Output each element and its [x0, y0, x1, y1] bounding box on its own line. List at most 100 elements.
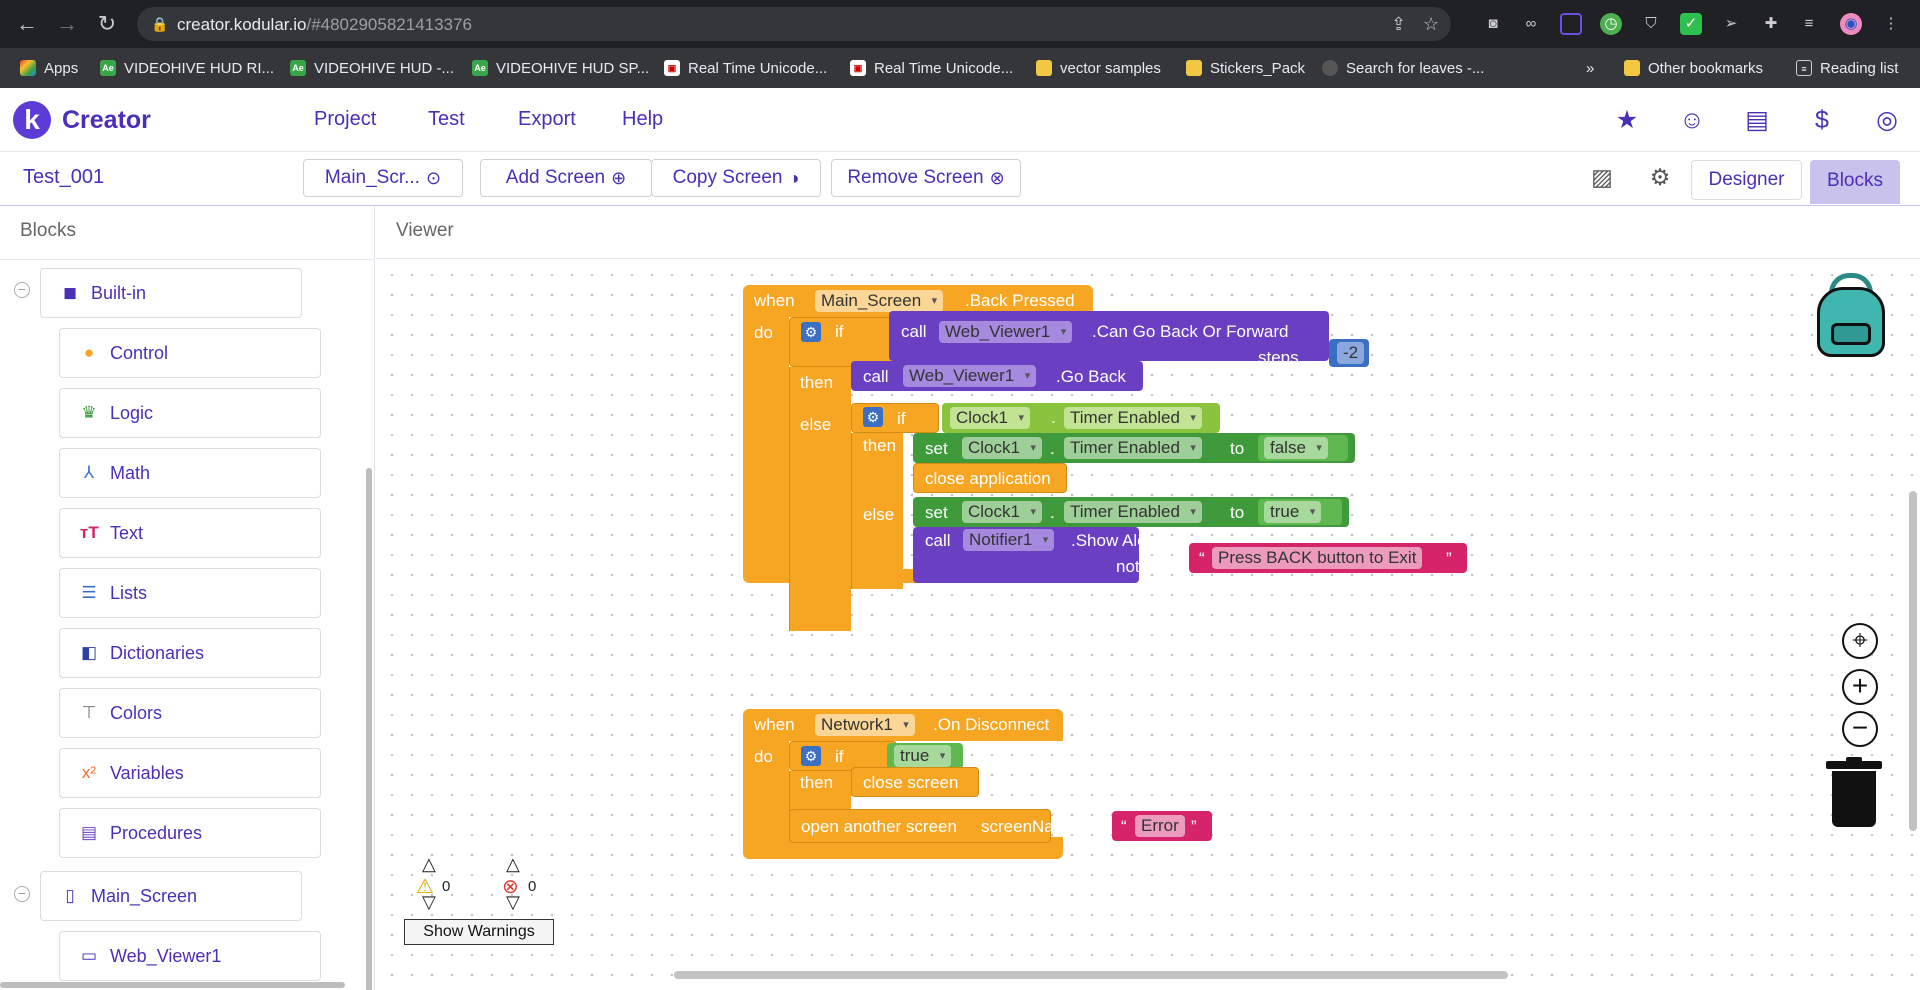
star-icon[interactable]: ☆ [1423, 14, 1440, 34]
image-gallery-icon[interactable]: ▨ [1591, 164, 1613, 190]
bookmark-folder[interactable]: vector samples [1036, 58, 1161, 78]
property-dropdown[interactable]: Timer Enabled [1064, 501, 1202, 523]
profile-avatar[interactable]: ◉ [1840, 13, 1862, 35]
share-icon[interactable]: ⇪ [1391, 14, 1407, 34]
copy-screen-button[interactable]: Copy Screen◑ [651, 159, 821, 197]
tree-item-web-viewer[interactable]: ▭Web_Viewer1 [59, 931, 321, 981]
forward-arrow-icon[interactable]: → [56, 11, 78, 36]
remove-screen-button[interactable]: Remove Screen⊗ [831, 159, 1021, 197]
collapse-builtin-icon[interactable]: − [14, 282, 30, 298]
green-shield-icon[interactable]: ✓ [1680, 13, 1702, 35]
property-dropdown[interactable]: Timer Enabled [1064, 407, 1202, 429]
next-error-icon[interactable]: ▽ [506, 892, 520, 912]
bookmark-apps[interactable]: Apps [20, 58, 78, 78]
dollar-icon[interactable]: $ [1815, 106, 1829, 134]
tree-item-colors[interactable]: ⊤Colors [59, 688, 321, 738]
puzzle-extension-icon[interactable]: ✚ [1764, 15, 1778, 32]
media-queue-icon[interactable]: ≡ [1804, 15, 1814, 32]
reload-icon[interactable]: ↻ [97, 11, 117, 36]
paper-plane-icon[interactable]: ➢ [1724, 15, 1738, 32]
menu-project[interactable]: Project [314, 108, 377, 130]
mutator-gear-icon[interactable]: ⚙ [863, 407, 883, 427]
true-dropdown[interactable]: true [894, 745, 952, 767]
address-bar[interactable]: 🔒 creator.kodular.io/#4802905821413376 ⇪… [137, 7, 1451, 41]
purple-extension-icon[interactable] [1560, 13, 1582, 35]
close-screen-block[interactable] [851, 767, 979, 797]
camera-extension-icon[interactable]: ◙ [1488, 15, 1498, 32]
tree-item-builtin[interactable]: ◼Built-in [40, 268, 302, 318]
bookmark-item[interactable]: ▣Real Time Unicode... [664, 58, 827, 78]
reading-list[interactable]: ≡Reading list [1796, 58, 1898, 78]
steps-value[interactable]: -2 [1337, 342, 1365, 364]
show-warnings-button[interactable]: Show Warnings [404, 919, 554, 945]
zoom-out-icon[interactable]: − [1842, 711, 1878, 747]
event-block-back-pressed[interactable]: when Main_Screen .Back Pressed do [743, 285, 1093, 585]
workspace-horizontal-scrollbar[interactable] [674, 971, 1508, 979]
false-dropdown[interactable]: false [1264, 437, 1328, 459]
tree-item-math[interactable]: ⅄Math [59, 448, 321, 498]
add-screen-button[interactable]: Add Screen⊕ [480, 159, 652, 197]
recenter-icon[interactable]: ⌖ [1842, 623, 1878, 659]
tree-item-procedures[interactable]: ▤Procedures [59, 808, 321, 858]
tree-item-lists[interactable]: ☰Lists [59, 568, 321, 618]
tree-item-main-screen[interactable]: ▯Main_Screen [40, 871, 302, 921]
prev-warning-icon[interactable]: △ [422, 854, 436, 874]
component-dropdown[interactable]: Main_Screen [815, 290, 944, 312]
tree-item-logic[interactable]: ♛Logic [59, 388, 321, 438]
back-arrow-icon[interactable]: ← [16, 11, 38, 36]
menu-help[interactable]: Help [622, 108, 664, 130]
prev-error-icon[interactable]: △ [506, 854, 520, 874]
error-text-field[interactable]: Error [1135, 815, 1185, 837]
backpack-icon[interactable] [1813, 273, 1889, 359]
panel-horizontal-scrollbar[interactable] [0, 982, 345, 988]
zoom-in-icon[interactable]: + [1842, 669, 1878, 705]
designer-button[interactable]: Designer [1691, 160, 1802, 200]
folder-star-icon[interactable]: ★ [1615, 106, 1639, 134]
open-another-screen-block[interactable] [789, 809, 1051, 843]
trash-icon[interactable] [1826, 757, 1882, 827]
gear-icon[interactable]: ⚙ [1649, 164, 1671, 190]
clock-dropdown[interactable]: Clock1 [962, 437, 1042, 459]
browser-menu-icon[interactable]: ⋮ [1883, 15, 1899, 32]
clock-dropdown[interactable]: Clock1 [950, 407, 1030, 429]
account-icon[interactable]: ◎ [1876, 106, 1898, 134]
other-bookmarks[interactable]: Other bookmarks [1624, 58, 1763, 78]
tree-item-control[interactable]: ●Control [59, 328, 321, 378]
web-viewer-dropdown[interactable]: Web_Viewer1 [939, 321, 1073, 343]
library-icon[interactable]: ▤ [1745, 106, 1769, 134]
brave-shield-icon[interactable]: ⛉ [1645, 15, 1657, 32]
alert-text-field[interactable]: Press BACK button to Exit [1212, 547, 1423, 569]
blocks-workspace[interactable]: when Main_Screen .Back Pressed do ⚙ if t… [376, 258, 1920, 990]
bookmark-item[interactable]: ▣Real Time Unicode... [850, 58, 1013, 78]
bookmark-item[interactable]: Search for leaves -... [1322, 58, 1484, 78]
next-warning-icon[interactable]: ▽ [422, 892, 436, 912]
tree-item-dictionaries[interactable]: ◧Dictionaries [59, 628, 321, 678]
bookmarks-overflow[interactable]: » [1586, 59, 1595, 77]
true-dropdown[interactable]: true [1264, 501, 1322, 523]
screen-select[interactable]: Main_Scr...⊙ [303, 159, 463, 197]
palette-icon[interactable]: ☺ [1679, 106, 1705, 134]
mutator-gear-icon[interactable]: ⚙ [801, 746, 821, 766]
menu-test[interactable]: Test [428, 108, 465, 130]
blocks-button[interactable]: Blocks [1810, 160, 1900, 204]
web-viewer-dropdown[interactable]: Web_Viewer1 [903, 365, 1037, 387]
network-dropdown[interactable]: Network1 [815, 714, 915, 736]
property-dropdown[interactable]: Timer Enabled [1064, 437, 1202, 459]
workspace-vertical-scrollbar[interactable] [1909, 491, 1917, 831]
mutator-gear-icon[interactable]: ⚙ [801, 322, 821, 342]
collapse-screen-icon[interactable]: − [14, 886, 30, 902]
green-clock-extension-icon[interactable]: ◷ [1600, 13, 1622, 35]
close-application-block[interactable] [913, 463, 1067, 493]
menu-export[interactable]: Export [518, 108, 576, 130]
notifier-dropdown[interactable]: Notifier1 [963, 529, 1055, 551]
glasses-extension-icon[interactable]: ∞ [1525, 15, 1537, 32]
bookmark-folder[interactable]: Stickers_Pack [1186, 58, 1305, 78]
panel-scrollbar[interactable] [366, 468, 372, 990]
clock-dropdown[interactable]: Clock1 [962, 501, 1042, 523]
